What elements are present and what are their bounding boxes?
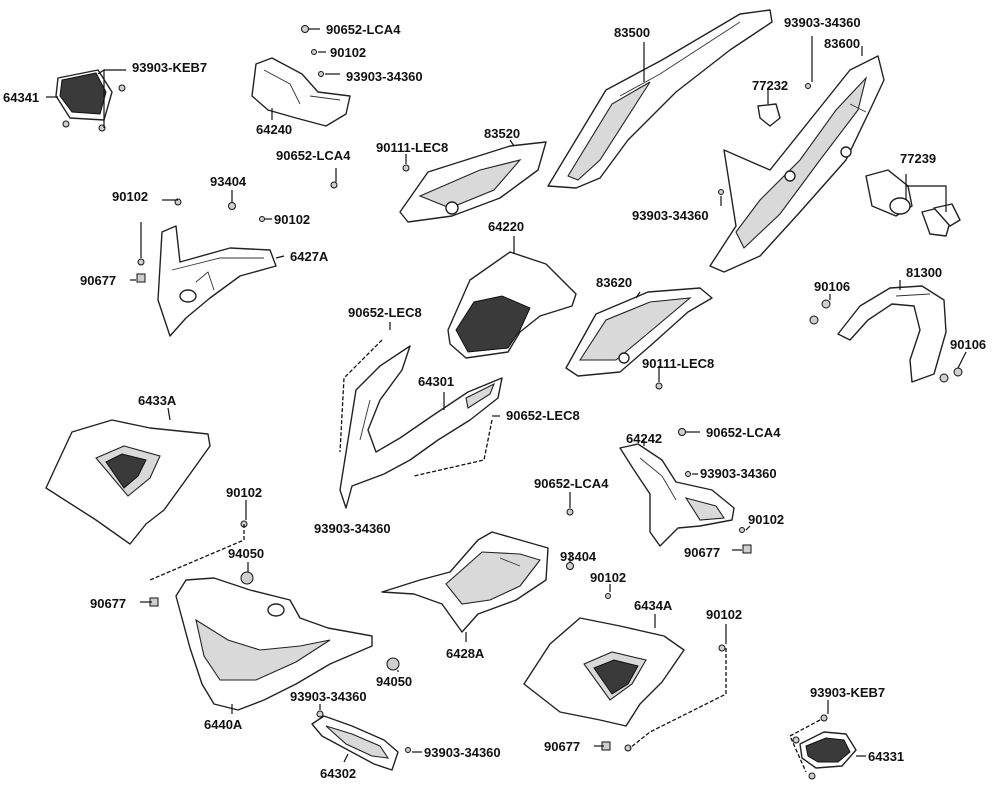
label-6433A: 6433A [138, 393, 177, 408]
label-90652-LEC8-mid: 90652-LEC8 [348, 305, 422, 320]
part-77239 [865, 169, 961, 237]
label-93903-34360-bottom: 93903-34360 [424, 745, 501, 760]
label-90677-left-bottom: 90677 [90, 596, 126, 611]
part-64242 [619, 443, 735, 547]
part-number-labels: 90652-LCA4 90102 93903-34360 93903-KEB7 … [3, 15, 986, 781]
label-90677-left-top: 90677 [80, 273, 116, 288]
part-64302 [311, 715, 399, 771]
part-6434A [523, 617, 685, 727]
part-6433A [45, 419, 211, 545]
label-83500: 83500 [614, 25, 650, 40]
part-77232 [757, 103, 781, 127]
part-6427A [157, 225, 277, 337]
part-64341 [55, 69, 113, 121]
label-90111-LEC8-mid: 90111-LEC8 [642, 356, 714, 371]
part-83600 [709, 55, 885, 273]
part-64301 [339, 345, 503, 509]
label-90652-LCA4-mid: 90652-LCA4 [276, 148, 351, 163]
label-81300: 81300 [906, 265, 942, 280]
label-93903-34360-center: 93903-34360 [314, 521, 391, 536]
part-83500 [547, 9, 773, 189]
label-90677-bottom: 90677 [544, 739, 580, 754]
label-64341: 64341 [3, 90, 39, 105]
label-90652-LCA4-center: 90652-LCA4 [534, 476, 609, 491]
part-64240 [251, 57, 351, 127]
label-93903-34360-top-left: 93903-34360 [346, 69, 423, 84]
part-6440A [175, 577, 373, 711]
label-90102-top: 90102 [330, 45, 366, 60]
label-77232: 77232 [752, 78, 788, 93]
fasteners [62, 25, 963, 780]
label-94050-bottom: 94050 [376, 674, 412, 689]
label-90106-right: 90106 [950, 337, 986, 352]
assembly-lines [149, 339, 821, 773]
label-64331: 64331 [868, 749, 904, 764]
label-83520: 83520 [484, 126, 520, 141]
label-90106-top: 90106 [814, 279, 850, 294]
label-90102-right-bottom: 90102 [706, 607, 742, 622]
label-83600: 83600 [824, 36, 860, 51]
label-90102-left: 90102 [112, 189, 148, 204]
label-93404-bottom: 93404 [560, 549, 597, 564]
label-83620: 83620 [596, 275, 632, 290]
label-93903-KEB7-bottom: 93903-KEB7 [810, 685, 885, 700]
label-64240: 64240 [256, 122, 292, 137]
label-6434A: 6434A [634, 598, 673, 613]
label-90102-mid: 90102 [274, 212, 310, 227]
label-6440A: 6440A [204, 717, 243, 732]
label-93903-34360-bottom-left: 93903-34360 [290, 689, 367, 704]
label-90102-right-mid: 90102 [748, 512, 784, 527]
label-90102-center-bottom: 90102 [590, 570, 626, 585]
label-64220: 64220 [488, 219, 524, 234]
label-93903-34360-mid-right: 93903-34360 [632, 208, 709, 223]
label-90652-LCA4-right: 90652-LCA4 [706, 425, 781, 440]
label-93903-34360-top-right: 93903-34360 [784, 15, 861, 30]
label-90652-LCA4-top: 90652-LCA4 [326, 22, 401, 37]
label-77239: 77239 [900, 151, 936, 166]
part-83520 [399, 141, 547, 223]
label-6428A: 6428A [446, 646, 485, 661]
label-64301: 64301 [418, 374, 454, 389]
label-90102-left-mid: 90102 [226, 485, 262, 500]
label-90652-LEC8-right: 90652-LEC8 [506, 408, 580, 423]
label-64242: 64242 [626, 431, 662, 446]
part-64220 [447, 251, 577, 359]
part-64331 [799, 731, 857, 769]
label-93903-KEB7-top: 93903-KEB7 [132, 60, 207, 75]
label-90677-right-mid: 90677 [684, 545, 720, 560]
leader-lines [46, 28, 967, 763]
label-90111-LEC8-top: 90111-LEC8 [376, 140, 448, 155]
part-6428A [381, 531, 549, 633]
label-6427A: 6427A [290, 249, 329, 264]
part-81300 [837, 285, 947, 383]
label-93903-34360-right: 93903-34360 [700, 466, 777, 481]
label-64302: 64302 [320, 766, 356, 781]
part-83620 [565, 287, 713, 377]
label-93404-top: 93404 [210, 174, 247, 189]
label-94050-top: 94050 [228, 546, 264, 561]
